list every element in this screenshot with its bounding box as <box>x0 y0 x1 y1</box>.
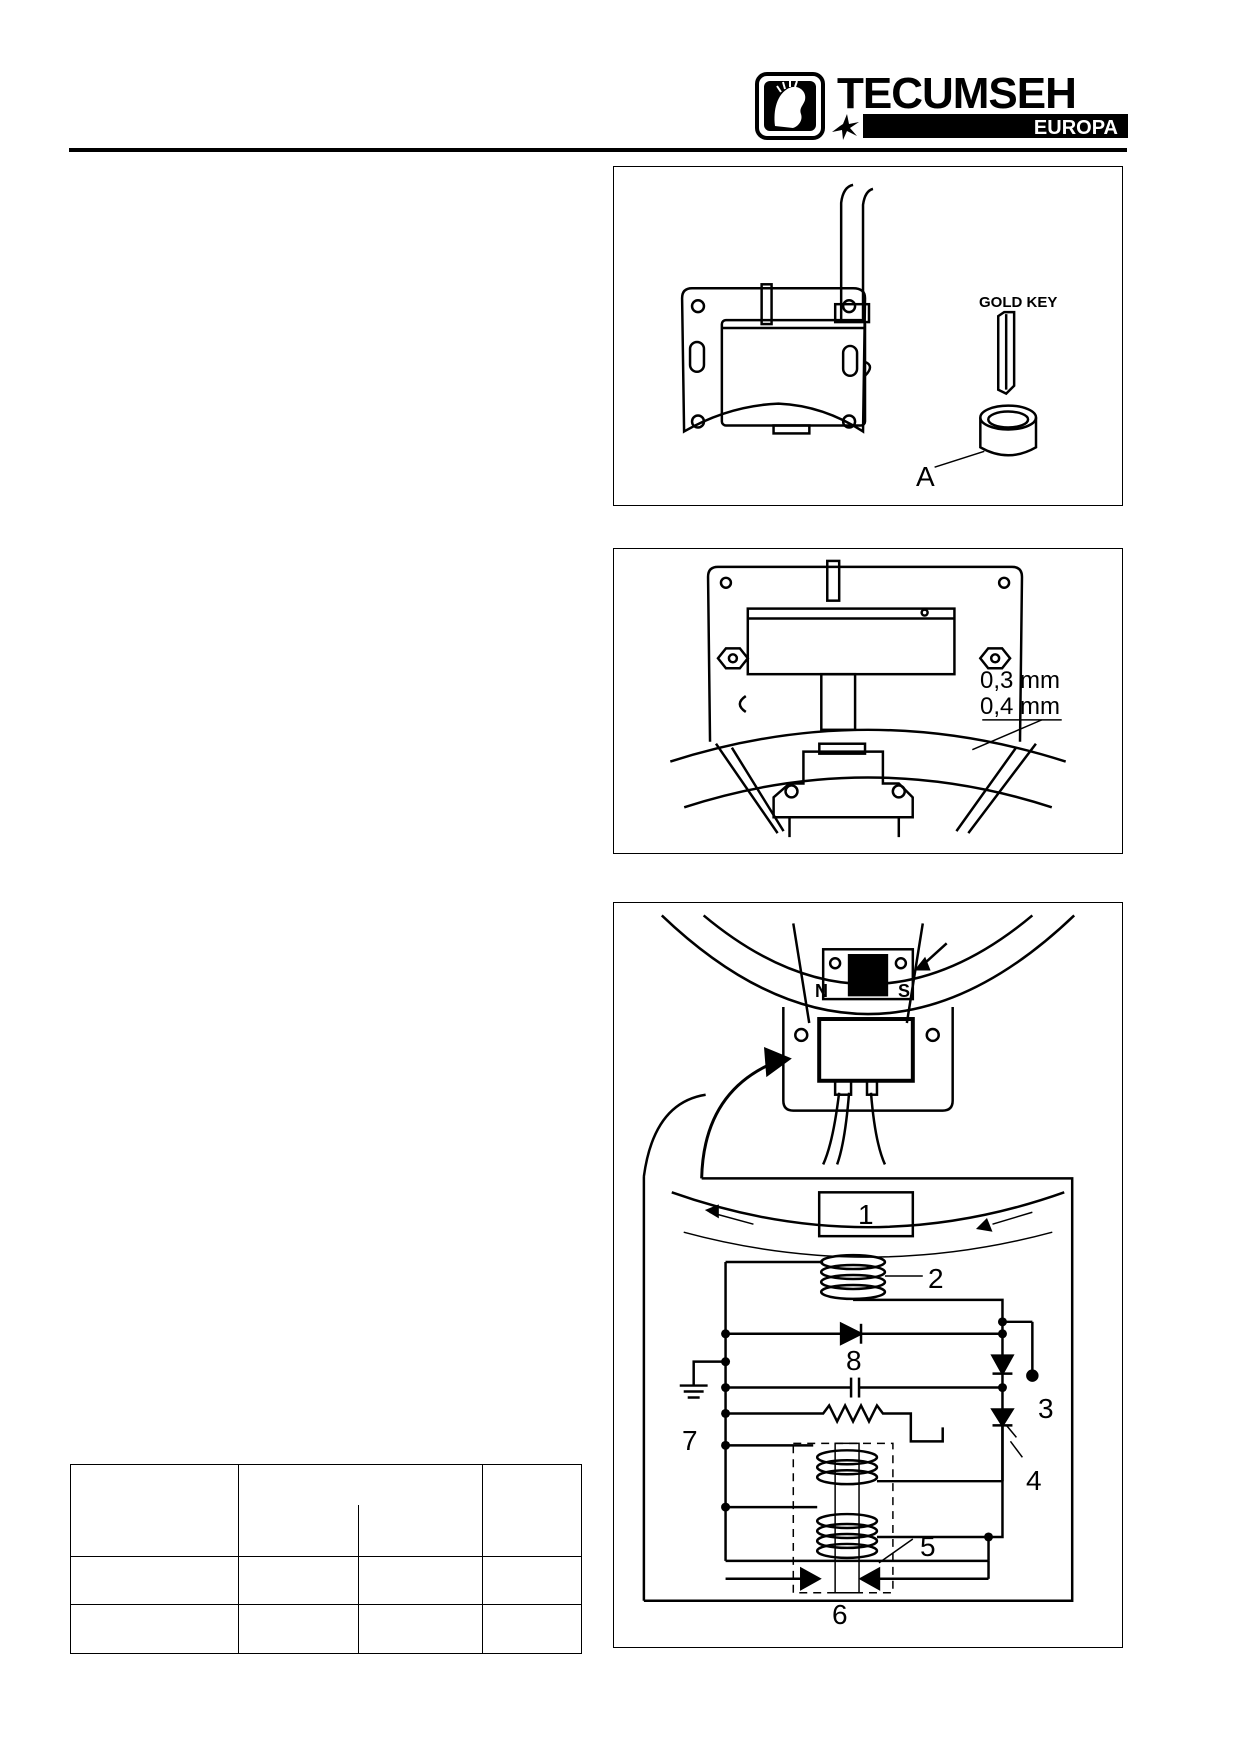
callout-6: 6 <box>832 1599 848 1630</box>
gold-key-label: GOLD KEY <box>979 294 1058 311</box>
tecumseh-europa-logo: TECUMSEH EUROPA <box>755 69 1130 142</box>
callout-8: 8 <box>846 1345 862 1376</box>
specification-table <box>70 1464 582 1654</box>
gap-min-label: 0,3 mm <box>980 667 1061 694</box>
magnet-north-label: N <box>815 981 828 1001</box>
header-rule <box>69 148 1127 152</box>
callout-2: 2 <box>928 1263 944 1294</box>
figure-ignition-circuit: N S 1 2 3 4 5 6 7 8 <box>613 902 1123 1648</box>
figure-coil-and-key: GOLD KEY A <box>613 166 1123 506</box>
brand-subtitle: EUROPA <box>1034 117 1118 139</box>
callout-3: 3 <box>1038 1393 1054 1424</box>
table-header-cell <box>483 1465 581 1557</box>
table-cell <box>239 1605 359 1653</box>
table-cell <box>359 1605 483 1653</box>
table-subheader-divider <box>358 1505 359 1557</box>
callout-1: 1 <box>858 1199 874 1230</box>
brand-name: TECUMSEH <box>837 70 1076 118</box>
table-cell <box>239 1557 359 1605</box>
table-cell <box>71 1605 239 1653</box>
magnet-south-label: S <box>898 981 911 1001</box>
table-cell <box>71 1557 239 1605</box>
callout-5: 5 <box>920 1531 936 1562</box>
table-header-cell <box>71 1465 239 1557</box>
table-header-cell <box>239 1465 483 1557</box>
table-cell <box>359 1557 483 1605</box>
callout-7: 7 <box>682 1425 698 1456</box>
part-a-label: A <box>916 461 935 492</box>
table-cell <box>483 1605 581 1653</box>
figure-air-gap: 0,3 mm 0,4 mm <box>613 548 1123 854</box>
callout-4: 4 <box>1026 1465 1042 1496</box>
table-cell <box>483 1557 581 1605</box>
gap-max-label: 0,4 mm <box>980 693 1061 720</box>
